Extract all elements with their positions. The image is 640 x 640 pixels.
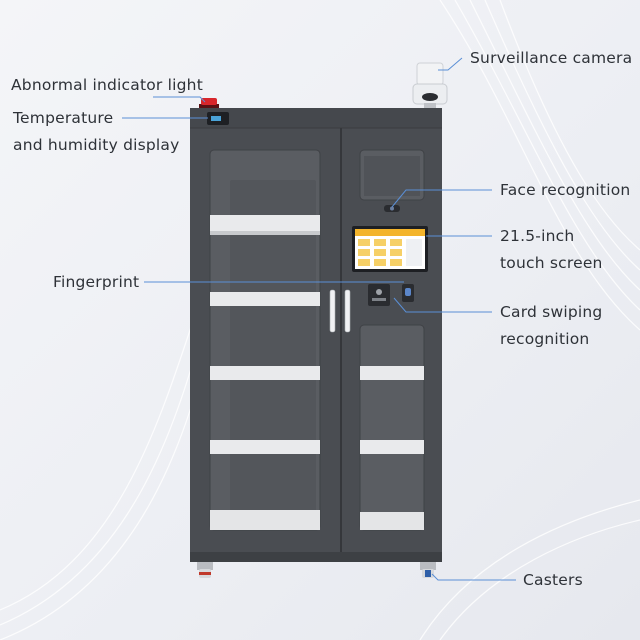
fingerprint-sensor-icon (402, 284, 414, 302)
right-door-upper-window (359, 149, 425, 201)
door-handles (329, 289, 351, 333)
touch-screen-icon (352, 226, 428, 272)
face-recognition-camera-icon (384, 205, 400, 212)
abnormal-indicator-light-icon (199, 98, 219, 110)
humidity-display-label: and humidity display (13, 136, 180, 154)
surveillance-camera-icon (412, 62, 448, 109)
caster-left-icon (197, 562, 213, 578)
casters-label: Casters (523, 571, 583, 589)
abnormal-indicator-light-label: Abnormal indicator light (11, 76, 203, 94)
left-door-window (209, 149, 321, 531)
face-recognition-label: Face recognition (500, 181, 631, 199)
fingerprint-label: Fingerprint (53, 273, 140, 291)
touch-screen-label: touch screen (500, 254, 603, 272)
callout-lines (122, 57, 516, 581)
recognition-label: recognition (500, 330, 590, 348)
surveillance-camera-label: Surveillance camera (470, 49, 633, 67)
temperature-label: Temperature (13, 109, 114, 127)
right-door-lower-window (359, 324, 425, 531)
caster-right-icon (420, 562, 436, 578)
touch-screen-size-label: 21.5-inch (500, 227, 575, 245)
card-swiping-label: Card swiping (500, 303, 603, 321)
card-reader-icon (368, 284, 390, 306)
